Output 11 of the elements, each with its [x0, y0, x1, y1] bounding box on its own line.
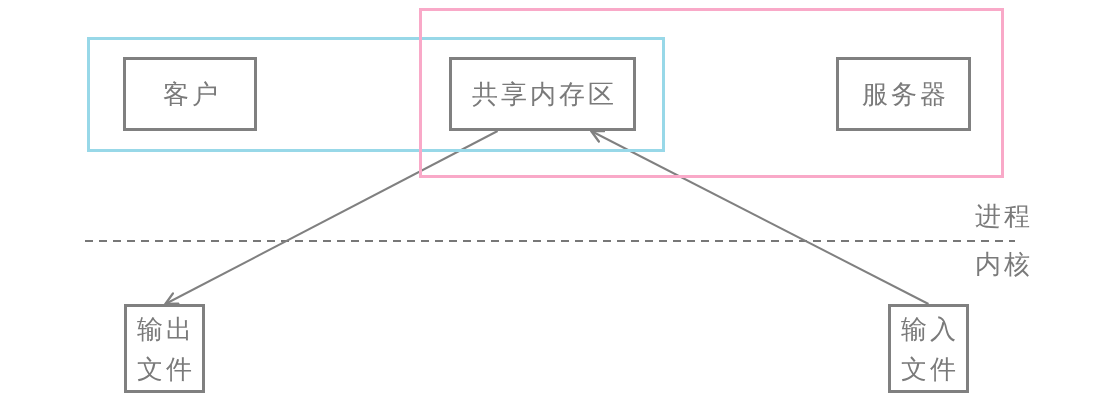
process-box: 输入文件 — [888, 304, 969, 393]
process-box: 服务器 — [836, 57, 971, 131]
layer-label: 内核 — [975, 248, 1033, 280]
layer-label: 进程 — [975, 200, 1033, 232]
group-outline — [87, 37, 665, 152]
process-box: 共享内存区 — [449, 57, 636, 131]
arrow — [164, 130, 499, 306]
process-box: 客户 — [123, 57, 257, 131]
group-outline — [419, 8, 1004, 178]
arrow — [589, 129, 930, 305]
process-box: 输出文件 — [124, 304, 205, 393]
